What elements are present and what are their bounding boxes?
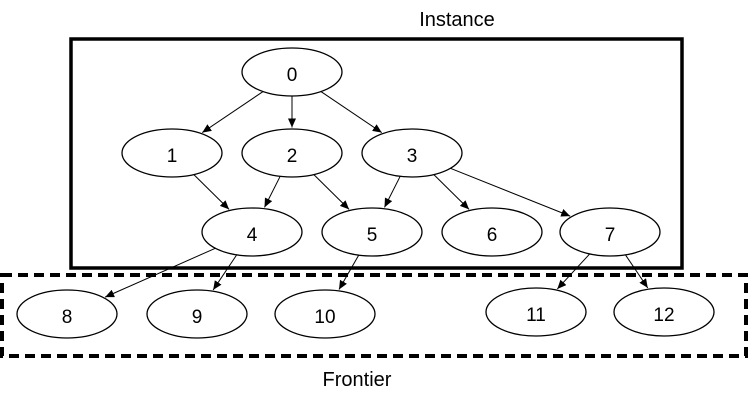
edge-4-9 (212, 254, 238, 291)
node-9: 9 (146, 289, 248, 339)
node-1: 1 (121, 128, 223, 178)
edge-4-8 (104, 247, 216, 298)
instance-box (69, 37, 684, 270)
node-label: 6 (487, 225, 498, 246)
node-ellipse (559, 207, 661, 257)
edge-0-3 (320, 91, 383, 134)
node-label: 10 (314, 307, 335, 328)
node-5: 5 (321, 207, 423, 257)
edge-5-10 (338, 254, 360, 290)
node-label: 11 (526, 305, 546, 326)
edge-7-12 (624, 254, 649, 289)
node-0: 0 (241, 47, 343, 97)
node-label: 2 (287, 146, 298, 167)
node-12: 12 (613, 287, 715, 337)
node-label: 12 (653, 305, 674, 326)
node-11: 11 (485, 287, 587, 337)
node-ellipse (361, 128, 463, 178)
node-ellipse (441, 207, 543, 257)
node-ellipse (321, 207, 423, 257)
edge-2-4 (264, 176, 281, 208)
node-10: 10 (274, 289, 376, 339)
node-label: 8 (62, 307, 73, 328)
edges-layer (104, 91, 649, 298)
node-ellipse (241, 47, 343, 97)
node-label: 5 (367, 225, 378, 246)
edge-3-5 (384, 176, 401, 208)
node-ellipse (485, 287, 587, 337)
node-ellipse (241, 128, 343, 178)
node-label: 3 (407, 146, 418, 167)
node-4: 4 (201, 207, 303, 257)
node-ellipse (16, 289, 118, 339)
edge-3-7 (450, 167, 571, 217)
node-2: 2 (241, 128, 343, 178)
node-8: 8 (16, 289, 118, 339)
edge-2-5 (313, 174, 350, 210)
node-ellipse (146, 289, 248, 339)
frontier-box-label: Frontier (322, 369, 392, 391)
node-ellipse (613, 287, 715, 337)
node-ellipse (274, 289, 376, 339)
boxes-layer (0, 37, 748, 358)
edge-7-11 (556, 253, 591, 290)
node-label: 9 (192, 307, 203, 328)
node-label: 1 (167, 146, 178, 167)
edge-1-4 (193, 174, 230, 210)
node-label: 7 (605, 225, 616, 246)
node-6: 6 (441, 207, 543, 257)
node-label: 4 (247, 225, 258, 246)
instance-box-label: Instance (419, 9, 495, 31)
node-3: 3 (361, 128, 463, 178)
frontier-box (0, 273, 748, 358)
node-7: 7 (559, 207, 661, 257)
node-ellipse (201, 207, 303, 257)
node-label: 0 (287, 65, 298, 86)
edge-3-6 (433, 174, 470, 210)
node-ellipse (121, 128, 223, 178)
edge-0-1 (201, 91, 264, 134)
